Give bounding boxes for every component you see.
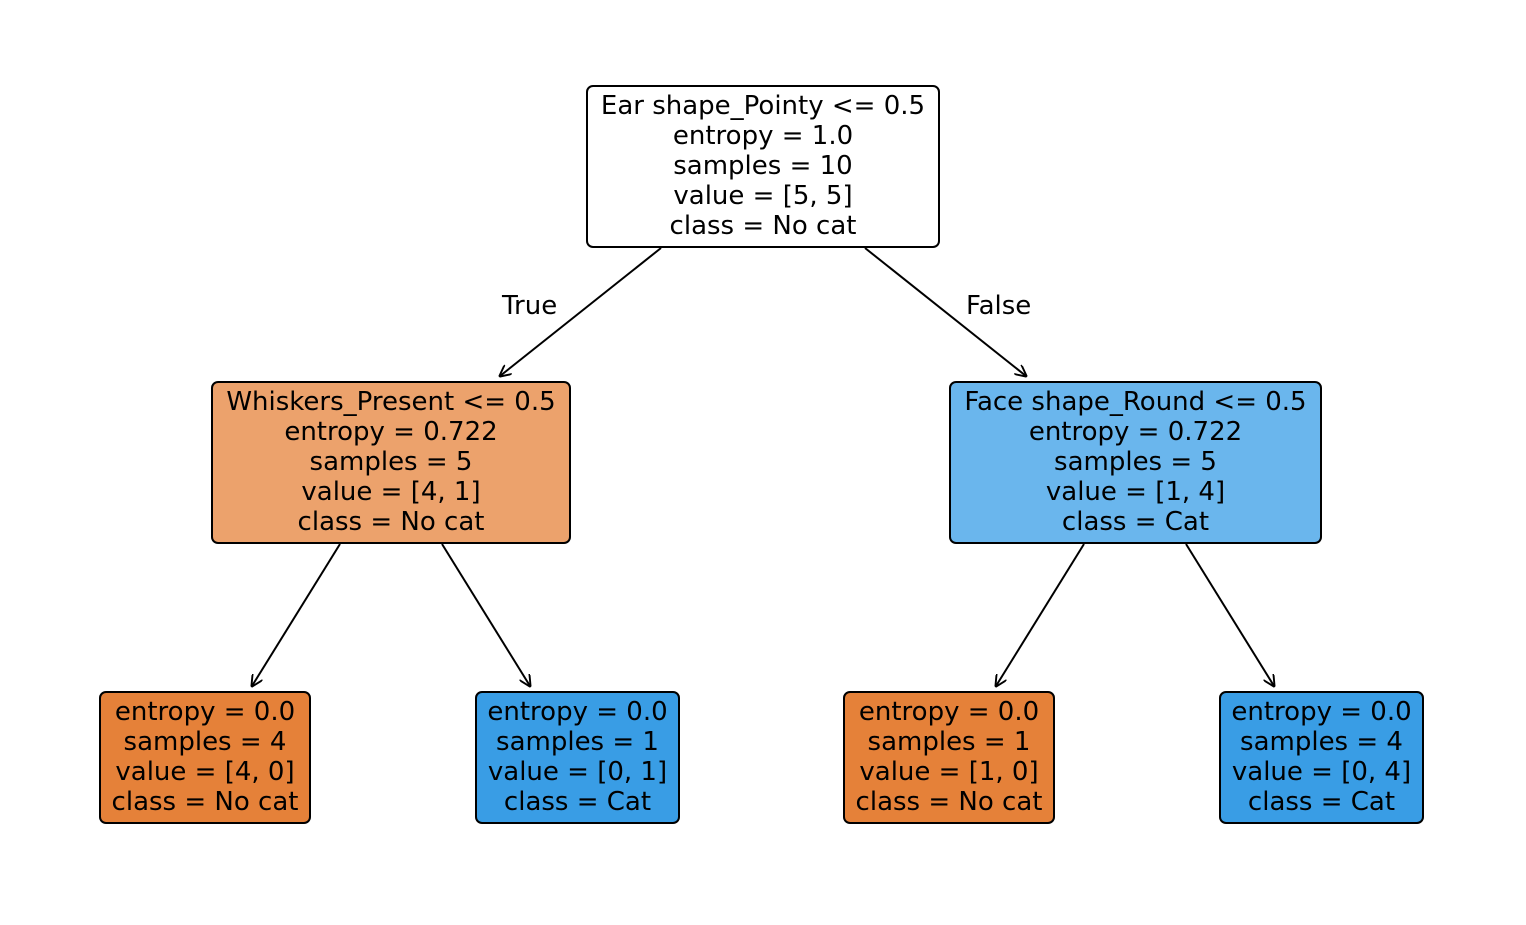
node-entropy: entropy = 0.0 xyxy=(858,697,1040,727)
edge-right-right xyxy=(1185,543,1274,686)
node-split-condition: Whiskers_Present <= 0.5 xyxy=(226,387,556,417)
node-samples: samples = 4 xyxy=(123,727,287,757)
node-value: value = [0, 1] xyxy=(487,757,668,787)
node-samples: samples = 10 xyxy=(673,151,853,181)
node-class: class = Cat xyxy=(1061,507,1210,537)
node-samples: samples = 5 xyxy=(1054,447,1217,477)
node-value: value = [1, 4] xyxy=(1045,477,1226,507)
node-entropy: entropy = 0.0 xyxy=(114,697,296,727)
node-entropy: entropy = 1.0 xyxy=(672,121,854,151)
tree-leaf-left-left: entropy = 0.0 samples = 4 value = [4, 0]… xyxy=(99,691,311,824)
node-entropy: entropy = 0.722 xyxy=(284,417,498,447)
edge-left-right xyxy=(441,543,530,686)
node-entropy: entropy = 0.0 xyxy=(487,697,668,727)
node-samples: samples = 5 xyxy=(309,447,473,477)
edge-left-left xyxy=(252,543,341,686)
tree-node-left: Whiskers_Present <= 0.5 entropy = 0.722 … xyxy=(211,381,571,544)
node-entropy: entropy = 0.722 xyxy=(1028,417,1243,447)
tree-leaf-left-right: entropy = 0.0 samples = 1 value = [0, 1]… xyxy=(475,691,680,824)
node-class: class = Cat xyxy=(503,787,652,817)
tree-leaf-right-left: entropy = 0.0 samples = 1 value = [1, 0]… xyxy=(843,691,1055,824)
node-samples: samples = 1 xyxy=(867,727,1031,757)
node-value: value = [0, 4] xyxy=(1231,757,1412,787)
node-class: class = No cat xyxy=(111,787,299,817)
tree-leaf-right-right: entropy = 0.0 samples = 4 value = [0, 4]… xyxy=(1219,691,1424,824)
edge-label-true: True xyxy=(502,291,558,321)
node-entropy: entropy = 0.0 xyxy=(1231,697,1412,727)
node-class: class = No cat xyxy=(669,211,857,241)
tree-node-root: Ear shape_Pointy <= 0.5 entropy = 1.0 sa… xyxy=(586,85,940,248)
edge-right-left xyxy=(996,543,1085,686)
node-samples: samples = 1 xyxy=(496,727,659,757)
node-split-condition: Face shape_Round <= 0.5 xyxy=(964,387,1307,417)
node-value: value = [1, 0] xyxy=(859,757,1039,787)
tree-node-right: Face shape_Round <= 0.5 entropy = 0.722 … xyxy=(949,381,1322,544)
node-class: class = No cat xyxy=(855,787,1043,817)
node-value: value = [4, 1] xyxy=(301,477,481,507)
node-class: class = Cat xyxy=(1247,787,1396,817)
node-value: value = [5, 5] xyxy=(673,181,853,211)
node-value: value = [4, 0] xyxy=(115,757,295,787)
edge-label-false: False xyxy=(966,291,1032,321)
node-samples: samples = 4 xyxy=(1240,727,1403,757)
edge-root-left xyxy=(500,247,662,376)
node-split-condition: Ear shape_Pointy <= 0.5 xyxy=(600,91,926,121)
edge-root-right xyxy=(864,247,1026,376)
node-class: class = No cat xyxy=(297,507,485,537)
